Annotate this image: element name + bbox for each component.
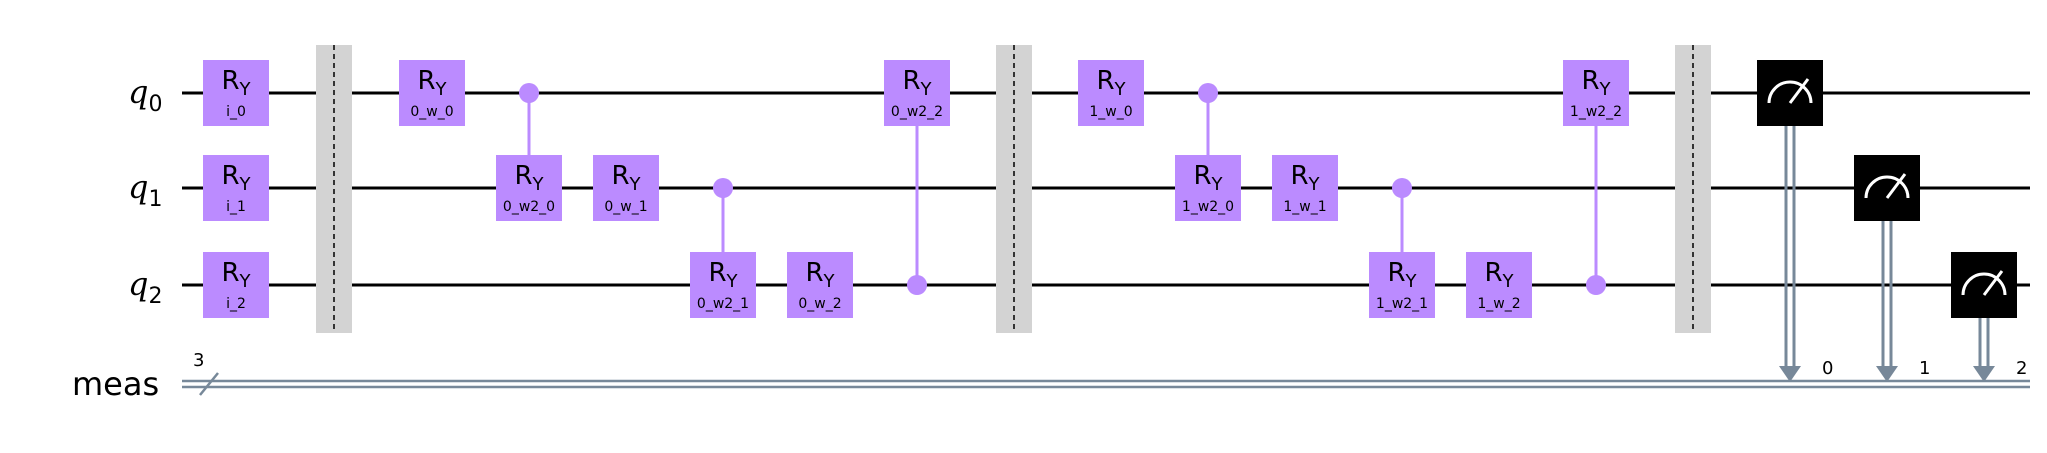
ry-gate-0_w2_1: RY 0_w2_1 [690, 252, 756, 318]
gate-param: 0_w2_2 [891, 104, 943, 120]
gate-box [1078, 60, 1144, 126]
classical-register-size: 3 [193, 350, 204, 371]
measure-0: 0 [1757, 60, 1833, 382]
ry-gate-1_w2_0: RY 1_w2_0 [1175, 155, 1241, 221]
ry-gate-i_1: RY i_1 [203, 155, 269, 221]
classical-register-slash [199, 372, 219, 396]
gate-box [1369, 252, 1435, 318]
gate-param: 0_w_0 [410, 104, 453, 120]
ry-gate-1_w2_2: RY 1_w2_2 [1563, 60, 1629, 126]
control-dot-6 [713, 178, 733, 198]
control-dot-4 [519, 83, 539, 103]
control-dot-8 [907, 275, 927, 295]
meter-arc [1961, 272, 2007, 296]
gate-box [203, 60, 269, 126]
qubit-label-1: q1 [128, 168, 162, 212]
meter-needle [1788, 78, 1810, 104]
gate-label: RY [221, 258, 251, 292]
gate-param: 1_w_2 [1477, 296, 1520, 312]
gate-label: RY [1581, 66, 1611, 100]
clbit-index-label: 0 [1822, 358, 1833, 379]
ry-gate-0_w2_0: RY 0_w2_0 [496, 155, 562, 221]
classical-register-label: meas [72, 365, 159, 403]
meter-needle [1885, 173, 1907, 199]
gates-layer: RYi_0RYi_1RYi_2RY0_w_0RY0_w2_0RY0_w_1RY0… [203, 60, 1629, 318]
measure-1: 1 [1854, 155, 1930, 382]
gate-box [1466, 252, 1532, 318]
measure-arrow [1973, 366, 1995, 382]
meter-arc [1864, 175, 1910, 199]
measure-arrow [1779, 366, 1801, 382]
meter-needle [1982, 270, 2004, 296]
ry-gate-1_w_1: RY 1_w_1 [1272, 155, 1338, 221]
gate-label: RY [1484, 258, 1514, 292]
gate-label: RY [1193, 161, 1223, 195]
gate-param: 0_w_2 [798, 296, 841, 312]
barriers-layer [316, 45, 1711, 333]
measure-arrow [1876, 366, 1898, 382]
gate-label: RY [1290, 161, 1320, 195]
gate-label: RY [611, 161, 641, 195]
measurements-layer: 0 1 2 [1757, 60, 2027, 382]
labels-layer: q0 q1 q2 meas 3 [72, 73, 204, 403]
gate-param: 1_w2_1 [1376, 296, 1428, 312]
gate-box [593, 155, 659, 221]
ry-gate-0_w_1: RY 0_w_1 [593, 155, 659, 221]
gate-label: RY [1096, 66, 1126, 100]
gate-param: 1_w2_0 [1182, 199, 1234, 215]
gate-param: 0_w2_1 [697, 296, 749, 312]
gate-param: i_0 [226, 104, 246, 120]
measure-box [1854, 155, 1920, 221]
control-dot-10 [1198, 83, 1218, 103]
clbit-index-label: 2 [2016, 358, 2027, 379]
gate-param: i_2 [226, 296, 246, 312]
gate-box [884, 60, 950, 126]
gate-param: 1_w_0 [1089, 104, 1132, 120]
gate-box [1272, 155, 1338, 221]
control-dot-14 [1586, 275, 1606, 295]
measure-2: 2 [1951, 252, 2027, 382]
gate-box [399, 60, 465, 126]
gate-label: RY [805, 258, 835, 292]
ry-gate-i_2: RY i_2 [203, 252, 269, 318]
gate-label: RY [221, 66, 251, 100]
gate-param: 0_w_1 [604, 199, 647, 215]
gate-param: 1_w_1 [1283, 199, 1326, 215]
gate-box [1175, 155, 1241, 221]
gate-label: RY [221, 161, 251, 195]
gate-label: RY [1387, 258, 1417, 292]
gate-label: RY [417, 66, 447, 100]
ry-gate-1_w_2: RY 1_w_2 [1466, 252, 1532, 318]
gate-label: RY [708, 258, 738, 292]
ry-gate-0_w_2: RY 0_w_2 [787, 252, 853, 318]
gate-box [787, 252, 853, 318]
qubit-label-0: q0 [128, 73, 162, 117]
ry-gate-i_0: RY i_0 [203, 60, 269, 126]
gate-param: 0_w2_0 [503, 199, 555, 215]
gate-box [203, 155, 269, 221]
meter-arc [1767, 80, 1813, 104]
clbit-index-label: 1 [1919, 358, 1930, 379]
gate-param: i_1 [226, 199, 246, 215]
qubit-label-2: q2 [128, 265, 162, 309]
gate-label: RY [514, 161, 544, 195]
control-dot-12 [1392, 178, 1412, 198]
measure-box [1951, 252, 2017, 318]
measure-box [1757, 60, 1823, 126]
gate-label: RY [902, 66, 932, 100]
gate-box [1563, 60, 1629, 126]
ry-gate-0_w_0: RY 0_w_0 [399, 60, 465, 126]
gate-param: 1_w2_2 [1570, 104, 1622, 120]
gate-box [203, 252, 269, 318]
ry-gate-1_w_0: RY 1_w_0 [1078, 60, 1144, 126]
gate-box [690, 252, 756, 318]
gate-box [496, 155, 562, 221]
ry-gate-1_w2_1: RY 1_w2_1 [1369, 252, 1435, 318]
wires-layer [182, 91, 2030, 396]
ry-gate-0_w2_2: RY 0_w2_2 [884, 60, 950, 126]
